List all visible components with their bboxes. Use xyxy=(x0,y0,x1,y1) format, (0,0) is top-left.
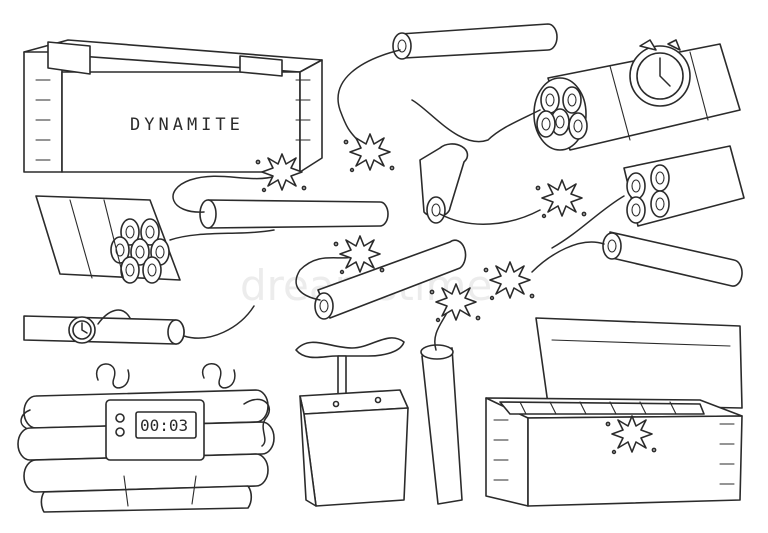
timer-display: 00:03 xyxy=(140,416,188,435)
alarm-clock-icon xyxy=(68,316,96,344)
dynamite-bundle-icon xyxy=(551,145,745,249)
dynamite-stick-icon xyxy=(23,305,255,345)
dynamite-stick-icon xyxy=(295,235,467,320)
dynamite-stick-icon xyxy=(483,231,743,301)
dynamite-bundle-icon xyxy=(35,195,275,284)
dynamite-stick-icon xyxy=(172,153,389,229)
dynamite-stick-icon xyxy=(420,283,481,505)
alarm-clock-icon xyxy=(629,39,691,107)
digital-timer-icon: 00:03 xyxy=(105,399,205,461)
crate-label: DYNAMITE xyxy=(130,115,244,135)
crate-icon: DYNAMITE xyxy=(23,39,323,173)
dynamite-stick-icon xyxy=(419,143,587,225)
detonator-plunger-icon xyxy=(295,337,409,507)
dynamite-bundle-icon xyxy=(411,39,741,151)
dynamite-stick-icon xyxy=(337,23,558,173)
open-crate-icon xyxy=(485,317,743,507)
dynamite-bundle-icon: 00:03 xyxy=(17,363,275,513)
